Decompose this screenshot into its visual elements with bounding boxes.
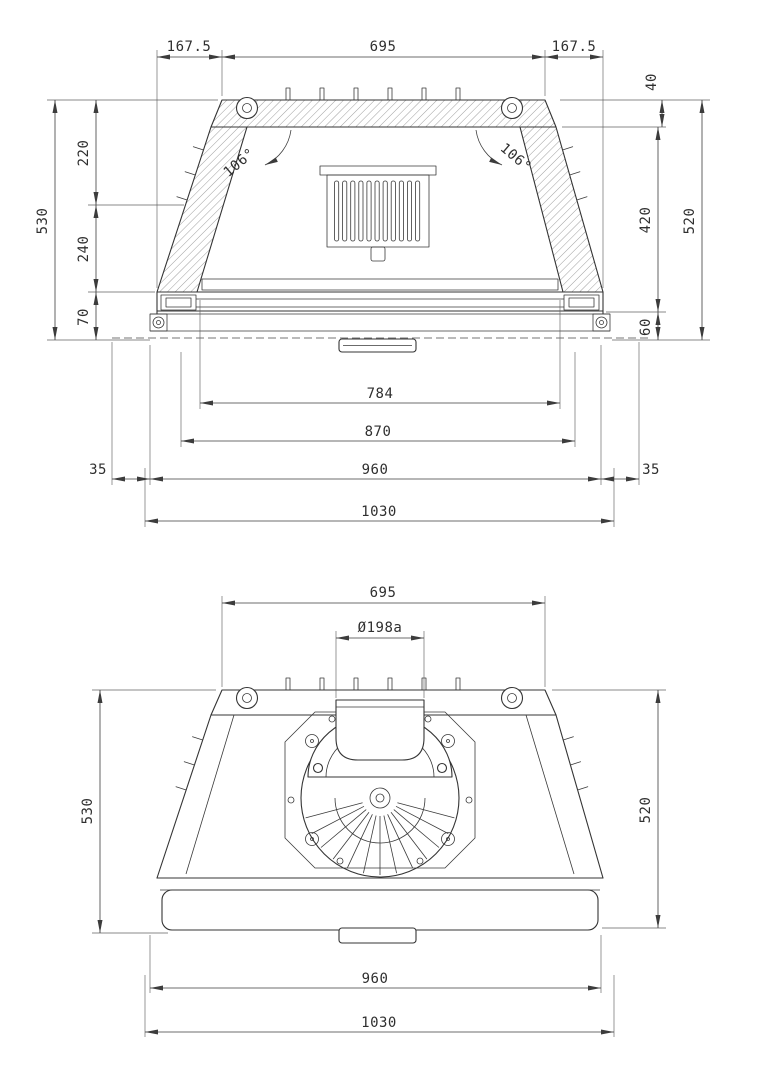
rear-fan <box>284 699 476 878</box>
dim-label-784: 784 <box>367 386 394 402</box>
dim-label-520-front: 520 <box>682 208 698 235</box>
dim-label-167-5-right: 167.5 <box>552 39 597 55</box>
dim-label-695-rear: 695 <box>370 585 397 601</box>
dim-label-530-rear: 530 <box>80 798 96 825</box>
dim-label-520-rear: 520 <box>638 797 654 824</box>
floor-strip <box>201 278 559 291</box>
latch-left <box>160 294 197 311</box>
rear-view: 695 Ø198a 530 520 960 1030 <box>80 585 666 1037</box>
latch-right <box>563 294 600 311</box>
flue-spigot <box>335 699 425 761</box>
dim-label-flue-diameter: Ø198a <box>358 620 403 636</box>
front-grille <box>319 165 437 262</box>
rear-bolt-left <box>235 686 259 710</box>
angle-arc-left <box>264 129 292 166</box>
front-view: 167.5 695 167.5 40 530 220 240 70 420 60… <box>35 39 710 527</box>
bolt-left <box>235 96 259 120</box>
bolt-right <box>500 96 524 120</box>
dim-label-220: 220 <box>76 140 92 167</box>
mounting-plate <box>284 711 476 869</box>
dim-label-167-5-left: 167.5 <box>167 39 212 55</box>
base-plate <box>161 889 599 931</box>
dim-label-960-rear: 960 <box>362 971 389 987</box>
dim-label-695-front: 695 <box>370 39 397 55</box>
right-wall <box>519 126 604 293</box>
dim-label-870: 870 <box>365 424 392 440</box>
rear-dimensions: 695 Ø198a 530 520 960 1030 <box>80 585 666 1037</box>
dim-label-1030-front: 1030 <box>361 504 397 520</box>
dim-label-70: 70 <box>76 308 92 326</box>
rear-body <box>156 677 604 931</box>
dim-label-60: 60 <box>638 318 654 336</box>
dim-label-1030-rear: 1030 <box>361 1015 397 1031</box>
dim-label-240: 240 <box>76 236 92 263</box>
dim-label-530-front: 530 <box>35 208 51 235</box>
dim-label-420: 420 <box>638 207 654 234</box>
dim-label-40: 40 <box>644 73 660 91</box>
rear-bolt-right <box>500 686 524 710</box>
left-wall <box>156 126 248 293</box>
rear-handle <box>338 927 417 944</box>
dim-label-35-right: 35 <box>642 462 660 478</box>
front-body <box>112 87 648 353</box>
end-cap-right <box>592 313 611 332</box>
angle-arc-right <box>475 129 503 166</box>
end-cap-left <box>149 313 168 332</box>
dim-label-35-left: 35 <box>89 462 107 478</box>
dim-label-960-front: 960 <box>362 462 389 478</box>
